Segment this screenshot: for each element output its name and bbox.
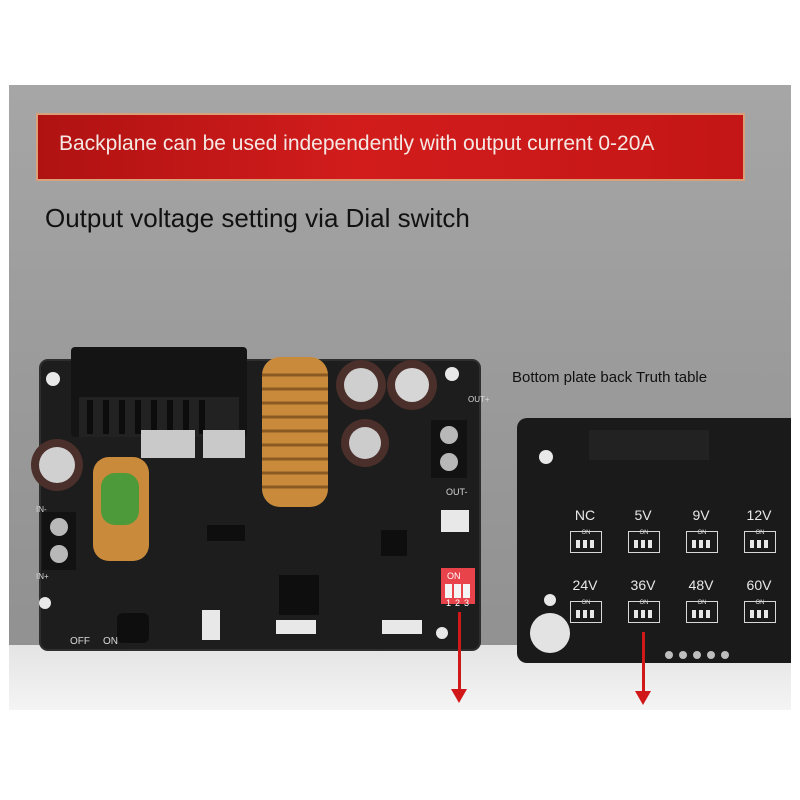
out-plus-label: OUT+ xyxy=(468,395,490,404)
truth-cell: 9V xyxy=(677,499,725,563)
truth-label: 36V xyxy=(630,577,656,593)
dip-diagram xyxy=(686,530,718,553)
truth-cell: 12V xyxy=(735,499,783,563)
truth-label: 48V xyxy=(688,577,714,593)
truth-label: 60V xyxy=(746,577,772,593)
truth-cell: NC xyxy=(561,499,609,563)
truth-table: NC 5V 9V 12V 24V 36V 48V 60V xyxy=(561,499,783,645)
dip-diagram xyxy=(628,530,660,553)
dip-diagram xyxy=(744,600,776,623)
dip-diagram xyxy=(628,600,660,623)
in-plus-label: IN+ xyxy=(36,572,49,581)
product-photo xyxy=(9,85,791,710)
table-arrow-head xyxy=(635,691,651,705)
dip-arrow-line xyxy=(458,612,461,692)
dip-number-3: 3 xyxy=(464,598,470,608)
truth-label: NC xyxy=(574,507,596,523)
dip-diagram xyxy=(570,530,602,553)
dip-number-2: 2 xyxy=(455,598,461,608)
truth-cell: 36V xyxy=(619,569,667,633)
in-minus-label: IN- xyxy=(36,505,47,514)
banner-text: Backplane can be used independently with… xyxy=(59,132,655,155)
table-arrow-line xyxy=(642,632,645,694)
truth-label: 5V xyxy=(634,507,652,523)
off-label: OFF xyxy=(70,636,90,647)
truth-label: 12V xyxy=(746,507,772,523)
dip-diagram xyxy=(686,600,718,623)
truth-cell: 60V xyxy=(735,569,783,633)
board-svg xyxy=(31,347,791,663)
truth-cell: 24V xyxy=(561,569,609,633)
feature-banner: Backplane can be used independently with… xyxy=(36,113,745,181)
dip-number-1: 1 xyxy=(446,598,452,608)
truth-cell: 5V xyxy=(619,499,667,563)
dip-diagram xyxy=(570,600,602,623)
dial-switch-heading: Output voltage setting via Dial switch xyxy=(45,203,470,233)
on-label: ON xyxy=(103,636,118,647)
truth-table-title: Bottom plate back Truth table xyxy=(512,369,708,386)
truth-label: 9V xyxy=(692,507,710,523)
out-minus-label: OUT- xyxy=(446,487,468,497)
capacitors xyxy=(31,360,437,491)
dip-on-label: ON xyxy=(447,571,461,581)
truth-cell: 48V xyxy=(677,569,725,633)
truth-label: 24V xyxy=(572,577,598,593)
dip-arrow-head xyxy=(451,689,467,703)
dip-diagram xyxy=(744,530,776,553)
